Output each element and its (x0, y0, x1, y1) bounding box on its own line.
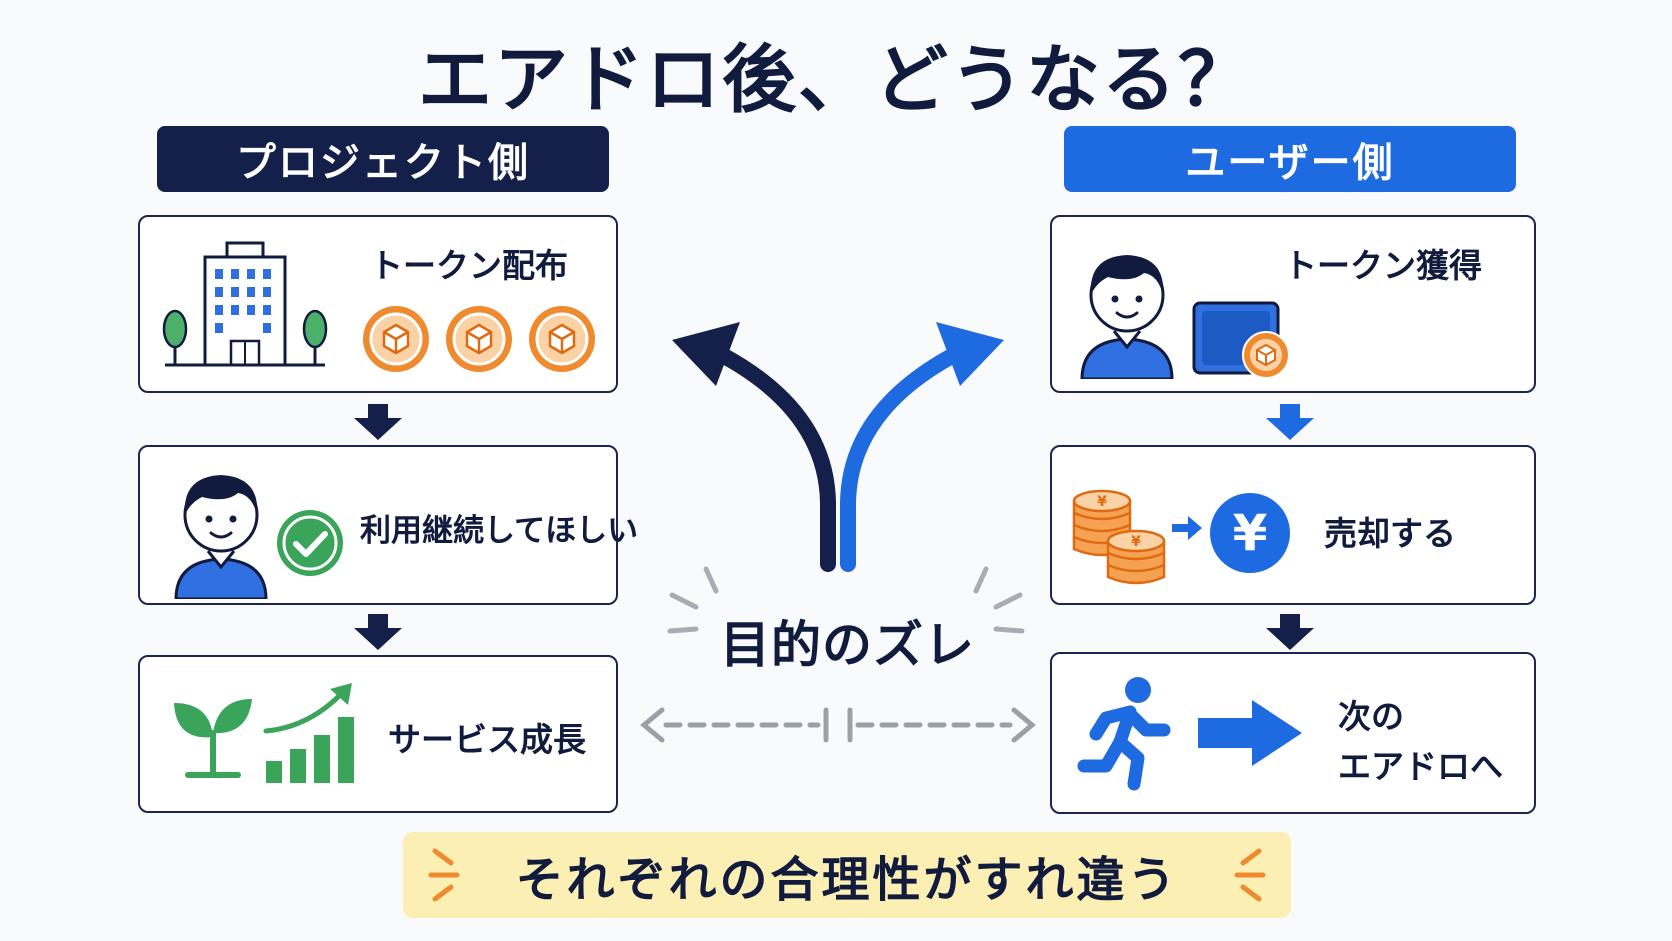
wallet-icon (1192, 301, 1290, 379)
card-label-token-acquisition: トークン獲得 (1284, 246, 1482, 285)
big-right-arrow-icon (1198, 700, 1302, 766)
project-side-header: プロジェクト側 (157, 126, 609, 192)
dashed-double-arrow-icon (640, 707, 1036, 743)
down-arrow-icon (354, 614, 402, 650)
spark-left-icon (428, 848, 460, 902)
growth-chart-icon (263, 683, 354, 783)
diverging-arrows-icon (672, 322, 1004, 572)
yen-circle-icon: ¥ (1210, 493, 1290, 573)
card-label-next-airdrop-line1: 次の (1338, 697, 1404, 736)
card-label-sell: 売却する (1324, 514, 1456, 553)
token-coins-icon (363, 306, 595, 372)
card-label-service-growth: サービス成長 (388, 720, 586, 759)
sprout-icon (174, 699, 252, 778)
card-label-continued-use: 利用継続してほしい (360, 513, 639, 549)
svg-text:¥: ¥ (1131, 534, 1141, 550)
right-arrow-icon (1172, 516, 1202, 540)
card-next-airdrop: 次の エアドロへ (1050, 652, 1536, 814)
card-sell: ¥ ¥ ¥ 売却する (1050, 445, 1536, 605)
person-avatar-icon (174, 475, 268, 599)
card-label-token-distribution: トークン配布 (370, 246, 568, 285)
card-label-next-airdrop-line2: エアドロへ (1338, 747, 1503, 786)
card-continued-use: 利用継続してほしい (138, 445, 638, 605)
spark-right-icon (1234, 848, 1266, 902)
down-arrow-icon (1266, 614, 1314, 650)
check-circle-icon (277, 510, 343, 576)
running-person-icon (1077, 677, 1171, 791)
office-building-icon (162, 241, 328, 367)
user-side-header: ユーザー側 (1064, 126, 1516, 192)
conclusion-banner: それぞれの合理性がすれ違う (403, 832, 1291, 918)
svg-text:¥: ¥ (1097, 494, 1107, 510)
goal-mismatch-label: 目的のズレ (720, 616, 975, 674)
page-title: エアドロ後、どうなる？ (418, 37, 1254, 123)
card-service-growth: サービス成長 (138, 655, 618, 813)
emphasis-lines-icon (667, 566, 1025, 634)
down-arrow-icon (1266, 404, 1314, 440)
conclusion-text: それぞれの合理性がすれ違う (515, 852, 1179, 908)
person-avatar-icon (1080, 255, 1174, 379)
yen-symbol: ¥ (1232, 504, 1268, 562)
card-token-distribution: トークン配布 (138, 215, 618, 393)
card-token-acquisition: トークン獲得 (1050, 215, 1536, 393)
down-arrow-icon (354, 404, 402, 440)
coin-stack-icon: ¥ ¥ (1072, 489, 1166, 585)
